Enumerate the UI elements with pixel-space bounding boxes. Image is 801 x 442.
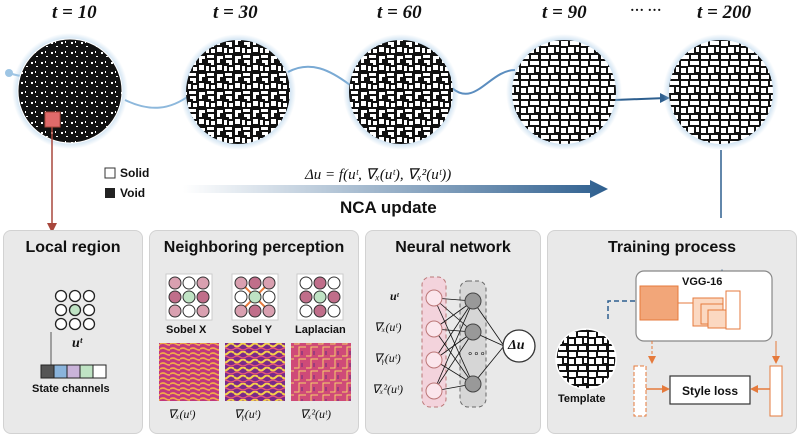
hidden-node (464, 292, 482, 310)
laplacian-label: Laplacian (295, 324, 346, 336)
state-symbol: uᵗ (72, 336, 83, 351)
local-region-title: Local region (25, 239, 121, 256)
style-loss-label: Style loss (682, 384, 739, 398)
state-circle-t30 (186, 40, 290, 144)
timestep-ellipsis: … … (630, 0, 662, 15)
laplacian-map-label: ∇ₓ²(uᵗ) (300, 407, 332, 421)
trajectory-segment (287, 65, 351, 86)
state-circle-t60 (349, 40, 453, 144)
training-graphic (555, 269, 783, 417)
timestep-label-200: t = 200 (697, 2, 752, 23)
timestep-label-90: t = 90 (542, 2, 587, 23)
legend-solid-label: Solid (120, 166, 150, 180)
hidden-node (464, 375, 482, 393)
hidden-node (464, 323, 482, 341)
template-image (555, 328, 617, 390)
laplacian-map (291, 343, 351, 401)
legend-void-label: Void (120, 186, 146, 200)
state-circle-t200 (669, 40, 773, 144)
sobel-x-label: Sobel X (166, 324, 207, 336)
neighborhood-grid (54, 289, 96, 331)
grad-x-label: ∇ₓ(uᵗ) (168, 407, 196, 421)
style-loss-box (669, 375, 751, 405)
network-graphic (421, 276, 536, 408)
nca-update-label: NCA update (340, 198, 437, 217)
trajectory-segment (451, 69, 516, 95)
local-region-marker (44, 111, 61, 128)
network-output-label: Δu (508, 338, 525, 353)
vgg-layer (639, 285, 679, 321)
perception-panel: Neighboring perception Sobel X Sobel Y L… (149, 230, 359, 434)
legend-void-swatch (105, 188, 115, 198)
network-input-1: ∇ₓ(uᵗ) (374, 320, 402, 334)
sobel-x-kernel (165, 273, 213, 321)
hidden-ellipsis: ∘∘∘ (467, 349, 486, 360)
timestep-label-10: t = 10 (52, 2, 97, 23)
state-circle-t10 (17, 38, 123, 144)
laplacian-kernel (296, 273, 344, 321)
output-gram-bar (769, 365, 783, 417)
grad-y-map (225, 343, 285, 401)
input-node (425, 320, 443, 338)
network-title: Neural network (395, 239, 511, 256)
network-input-2: ∇ᵧ(uᵗ) (374, 351, 401, 365)
grad-y-label: ∇ᵧ(uᵗ) (234, 407, 261, 421)
perception-graphic (159, 273, 351, 401)
local-region-graphic (40, 289, 107, 379)
nca-update-arrow (183, 180, 608, 198)
output-node (502, 329, 536, 363)
training-panel: Training process VGG-16 Template Style l… (547, 230, 797, 434)
sobel-y-kernel (231, 273, 279, 321)
perception-title: Neighboring perception (163, 239, 345, 256)
network-panel: Neural network ∘∘∘ uᵗ ∇ₓ(uᵗ) ∇ᵧ(uᵗ) ∇ₓ²(… (365, 230, 541, 434)
state-channels-label: State channels (32, 383, 110, 395)
input-node (425, 351, 443, 369)
network-input-3: ∇ₓ²(uᵗ) (372, 382, 404, 396)
local-region-panel: Local region uᵗ State channels (3, 230, 143, 434)
vgg-label: VGG-16 (682, 276, 723, 288)
timestep-label-30: t = 30 (213, 2, 258, 23)
timestep-label-60: t = 60 (377, 2, 422, 23)
network-input-0: uᵗ (390, 289, 399, 303)
template-gram-bar (633, 365, 647, 417)
state-circle-t90 (512, 40, 616, 144)
nca-update-equation: Δu = f(uᵗ, ∇ₓ(uᵗ), ∇ₓ²(uᵗ)) (305, 167, 452, 183)
sobel-y-label: Sobel Y (232, 324, 273, 336)
trajectory-segment (613, 97, 667, 101)
state-channel-bar (40, 364, 107, 379)
input-node (425, 382, 443, 400)
training-title: Training process (607, 239, 737, 256)
legend-solid-swatch (104, 167, 116, 179)
grad-x-map (159, 343, 219, 401)
input-node (425, 289, 443, 307)
template-label: Template (558, 393, 606, 405)
